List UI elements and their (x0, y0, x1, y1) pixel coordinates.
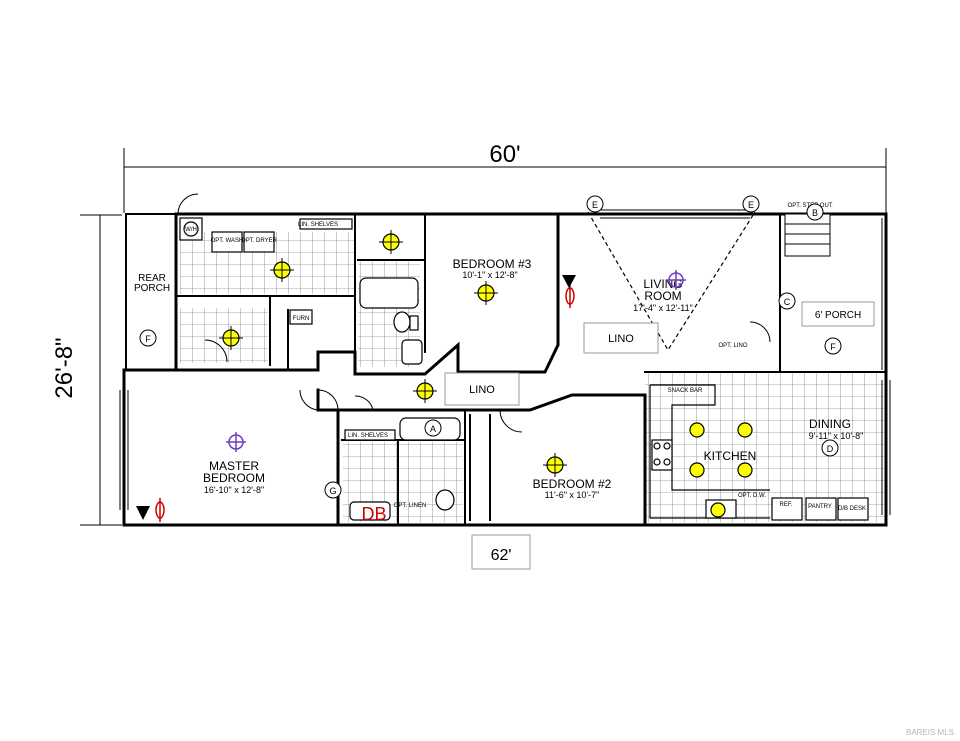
marker-e-1: E (592, 200, 598, 210)
marker-g: G (329, 486, 336, 496)
bedroom2-size: 11'-6" x 10'-7" (545, 490, 600, 500)
opt-dw-label: OPT. D.W. (738, 493, 766, 499)
height-dimension-label: 26'-8" (51, 337, 78, 398)
lino-label-2: LINO (469, 384, 495, 396)
kitchen-counters (649, 384, 869, 521)
marker-f-1: F (145, 334, 151, 344)
door-swings (177, 193, 771, 433)
dining-name: DINING (809, 417, 851, 431)
opt-linen-label: OPT. LINEN (394, 503, 427, 509)
furn-label: FURN (293, 316, 310, 322)
bottom-dimension-label: 62' (491, 547, 512, 564)
wh-label: W/H (185, 227, 197, 233)
marker-e-2: E (748, 200, 754, 210)
red-outlet-markers (155, 284, 575, 522)
snack-bar-label: SNACK BAR (668, 388, 703, 394)
rear-porch-label-1: REAR (138, 273, 166, 284)
marker-c: C (784, 297, 791, 307)
left-dimension-line (80, 214, 122, 526)
letter-markers (139, 195, 842, 499)
ceiling-light-crosshairs (219, 230, 567, 477)
bath-fixtures (179, 217, 461, 521)
rear-porch-label-2: PORCH (134, 283, 170, 294)
ceiling-fan-markers (226, 270, 686, 452)
width-dimension-label: 60' (489, 141, 520, 168)
porch-steps (784, 213, 831, 257)
vaulted-ceiling-lines (587, 211, 756, 352)
tiled-floors (180, 232, 885, 522)
porch-6-label: 6' PORCH (815, 310, 861, 321)
living-name-2: ROOM (644, 289, 681, 303)
marker-a: A (430, 424, 436, 434)
desk-label: D/B DESK (838, 506, 866, 512)
marker-b: B (812, 208, 818, 218)
top-dimension-line (123, 148, 887, 213)
label-boxes (444, 301, 875, 570)
marker-d: D (827, 444, 834, 454)
windows (119, 209, 891, 515)
ref-label: REF. (779, 502, 792, 508)
walls (122, 212, 888, 527)
opt-dryer-label: OPT. DRYER (241, 238, 278, 244)
opt-lino-label: OPT. LINO (718, 343, 747, 349)
dining-size: 9'-11" x 10'-8" (809, 431, 864, 441)
mls-watermark: BAREIS MLS (905, 728, 954, 737)
pantry-label: PANTRY (808, 504, 832, 510)
triangle-markers (136, 275, 576, 520)
master-name-1: MASTER (209, 459, 259, 473)
living-size: 17'-4" x 12'-11" (633, 303, 693, 313)
master-name-2: BEDROOM (203, 471, 265, 485)
bedroom3-size: 10'-1" x 12'-8" (462, 270, 517, 280)
lin-shelves-label-1: LIN. SHELVES (298, 222, 338, 228)
master-size: 16'-10" x 12'-8" (204, 485, 264, 495)
bedroom2-name: BEDROOM #2 (533, 477, 612, 491)
kitchen-name: KITCHEN (704, 449, 757, 463)
db-label: DB (361, 504, 386, 524)
lin-shelves-label-2: LIN. SHELVES (348, 433, 388, 439)
opt-wash-label: OPT. WASH (211, 238, 244, 244)
bedroom3-name: BEDROOM #3 (453, 257, 532, 271)
marker-f-2: F (830, 342, 836, 352)
lino-label-1: LINO (608, 333, 634, 345)
